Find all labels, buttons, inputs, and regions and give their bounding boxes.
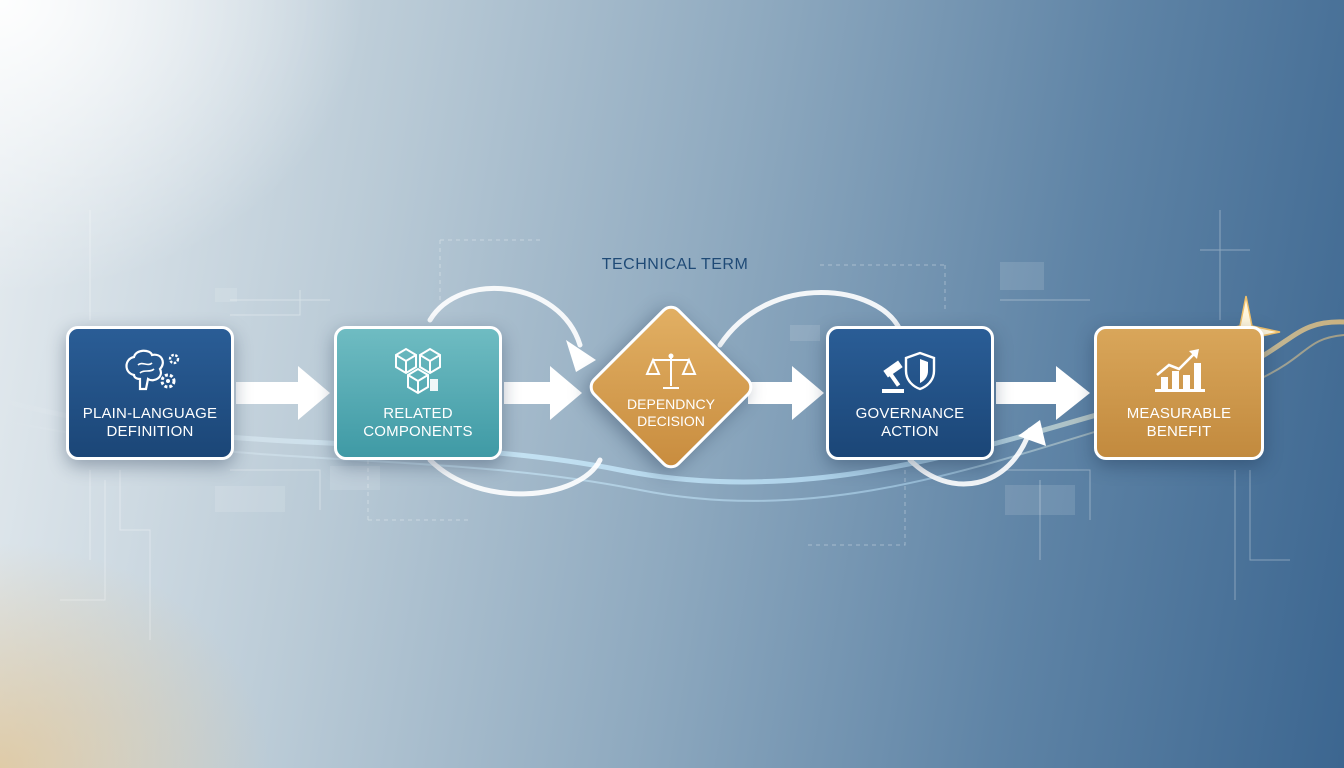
arrow-1-2 xyxy=(236,366,330,420)
node-label: MEASURABLE BENEFIT xyxy=(1126,405,1232,440)
brain-gears-icon xyxy=(125,349,180,391)
diagram-title: TECHNICAL TERM xyxy=(601,256,749,273)
arrow-3-4 xyxy=(748,366,824,420)
gavel-shield-icon xyxy=(882,351,936,393)
node-related-components[interactable]: RELATED COMPONENTS xyxy=(334,326,502,460)
node-governance-action[interactable]: GOVERNANCE ACTION xyxy=(826,326,994,460)
cubes-icon xyxy=(395,347,441,395)
arrow-2-3 xyxy=(504,366,582,420)
circuit-traces xyxy=(60,210,1290,640)
arrow-4-5 xyxy=(996,366,1090,420)
balance-scale-icon xyxy=(645,353,697,389)
node-label: DEPENDNCY DECISION xyxy=(627,396,715,429)
flow-arrows xyxy=(236,366,1090,420)
node-measurable-benefit[interactable]: MEASURABLE BENEFIT xyxy=(1094,326,1264,460)
loop-arcs xyxy=(427,285,1033,497)
node-plain-language-definition[interactable]: PLAIN-LANGUAGE DEFINITION xyxy=(66,326,234,460)
node-label: RELATED COMPONENTS xyxy=(363,405,473,440)
node-label: PLAIN-LANGUAGE DEFINITION xyxy=(82,405,218,440)
decision-content: DEPENDNCY DECISION xyxy=(596,330,746,450)
ghost-blocks xyxy=(215,262,1075,515)
node-label: GOVERNANCE ACTION xyxy=(855,405,965,440)
growth-chart-icon xyxy=(1155,349,1205,392)
